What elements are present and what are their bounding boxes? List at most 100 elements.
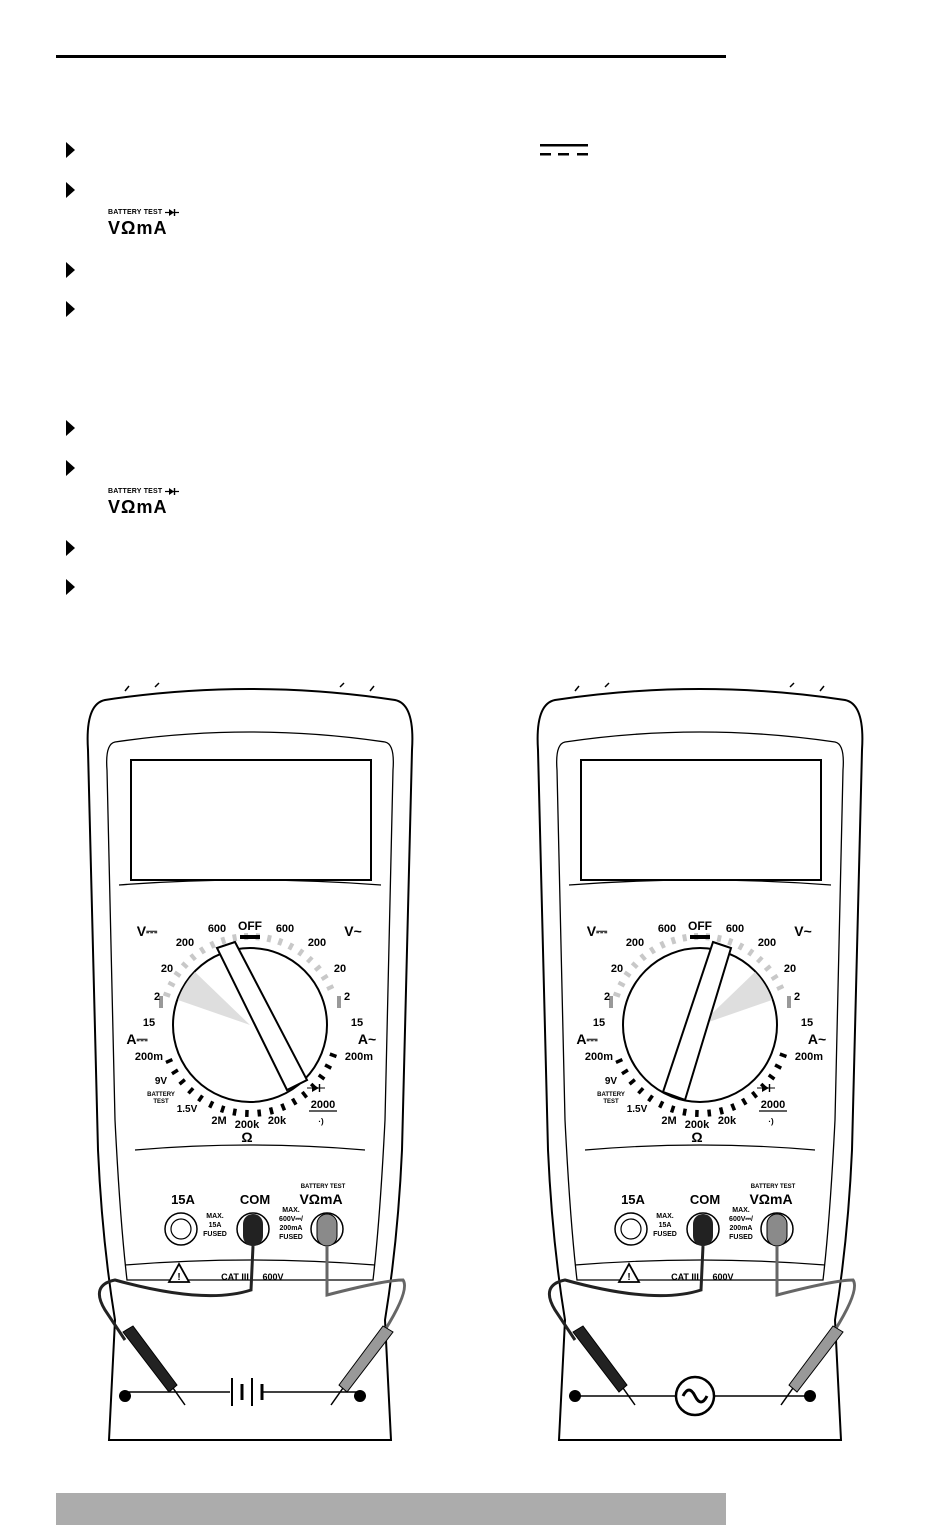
test-text: TEST [603,1099,619,1105]
dial-tick [300,1090,309,1099]
fuse-15a-text: 15A [659,1222,672,1229]
range-2000: 2000 [761,1099,785,1111]
off-label: OFF [238,919,262,933]
dial-tick [220,936,227,945]
meter-top-notches [574,682,825,692]
lcd-screen [580,759,822,881]
com-plug [243,1214,263,1246]
vma-text: VΩmA [108,497,168,517]
dial-tick [718,1107,724,1115]
cat-label: CAT III [671,1272,699,1282]
bottom-panel-line [574,1259,826,1266]
vma-plug [766,1213,788,1247]
warning-triangle-icon [617,1262,641,1283]
dial-ring [162,933,338,1118]
dial-tick [621,1068,629,1076]
black-probe [572,1325,628,1393]
range-200k: 200k [235,1119,260,1131]
bullet-marker [66,540,75,556]
bullet-marker [66,420,75,436]
cat-voltage: 600V [262,1272,283,1282]
meter-top-notches [124,682,375,692]
battery-test-small: BATTERY TEST [301,1184,346,1190]
dial-tick [326,984,335,991]
dial-tick [198,946,207,955]
range-20k: 20k [268,1115,287,1127]
continuity-icon: ·) [768,1117,774,1126]
range-200-ac: 200 [758,937,776,949]
range-2-ac: 2 [344,991,350,1003]
range-600-dc: 600 [208,923,226,935]
warning-triangle-icon [167,1262,191,1283]
jack-com-label: COM [240,1192,270,1207]
fuse-vma-text: FUSED [279,1234,303,1241]
dial-tick [682,934,688,942]
dial-tick [776,984,785,991]
black-probe-tip [172,1387,186,1406]
bullet-marker [66,301,75,317]
dial-tick [658,1100,665,1109]
dial-tick [280,1103,287,1111]
dial-tick [180,961,189,970]
dial-tick [219,1105,226,1114]
fuse-15a-text: FUSED [203,1231,227,1238]
bottom-panel-line [124,1259,376,1266]
circuit-node-left [119,1390,131,1402]
jack-15a-inner [620,1218,642,1240]
screen-divider [568,879,832,886]
dial-tick [209,940,216,949]
fuse-15a-text: 15A [209,1222,222,1229]
dial-tick [171,1068,179,1076]
dial-tick [305,955,314,964]
dial-tick [740,1097,748,1106]
dial-tick [648,946,657,955]
range-200-dc: 200 [176,937,194,949]
continuity-icon: ·) [318,1117,324,1126]
dial-tick [615,1057,624,1065]
bullet-marker [66,579,75,595]
test-text: TEST [153,1099,169,1105]
off-marker [240,935,260,939]
fuse-vma-text: 600V⎓/ [279,1216,303,1223]
a-dc-label: A⎓ [126,1031,148,1047]
dial-tick [329,1052,338,1059]
dial-tick [277,937,284,946]
jack-15a-inner [170,1218,192,1240]
dial-tick [737,942,745,951]
fuse-vma-text: FUSED [729,1234,753,1241]
dial-tick [763,964,772,972]
fuse-15a-text: MAX. [656,1213,674,1220]
fuse-vma-text: 200mA [280,1225,303,1232]
dial-tick [774,1063,783,1070]
dial-pointer [661,940,733,1102]
range-2000: 2000 [311,1099,335,1111]
amp-15-marker-left [609,996,613,1008]
dial-tick [628,1078,637,1086]
fuse-vma-text: 200mA [730,1225,753,1232]
lcd-screen [130,759,372,881]
vma-text: VΩmA [108,218,168,238]
dial-tick [730,1103,737,1111]
vma-jack-label: BATTERY TEST VΩmA [108,208,198,237]
dial-shade [178,972,250,1025]
bullet-marker [66,460,75,476]
range-1-5v: 1.5V [627,1104,648,1115]
range-200m-dc: 200m [585,1051,613,1063]
battery-test-text: BATTERY TEST [108,488,163,495]
range-2-dc: 2 [604,991,610,1003]
jack-15a-label: 15A [171,1192,195,1207]
range-20-dc: 20 [611,963,623,975]
warning-mark: ! [627,1272,630,1283]
dial-tick [232,934,238,942]
dial-tick [630,961,639,970]
dial-tick [313,964,322,972]
off-label: OFF [688,919,712,933]
dial-tick [162,991,171,998]
dial-tick [317,1073,326,1081]
dial-tick [232,1108,237,1116]
dial-tick [669,1105,676,1114]
ohm-label: Ω [241,1129,252,1145]
red-probe-tip [330,1387,344,1406]
amp-15-marker-left [159,996,163,1008]
